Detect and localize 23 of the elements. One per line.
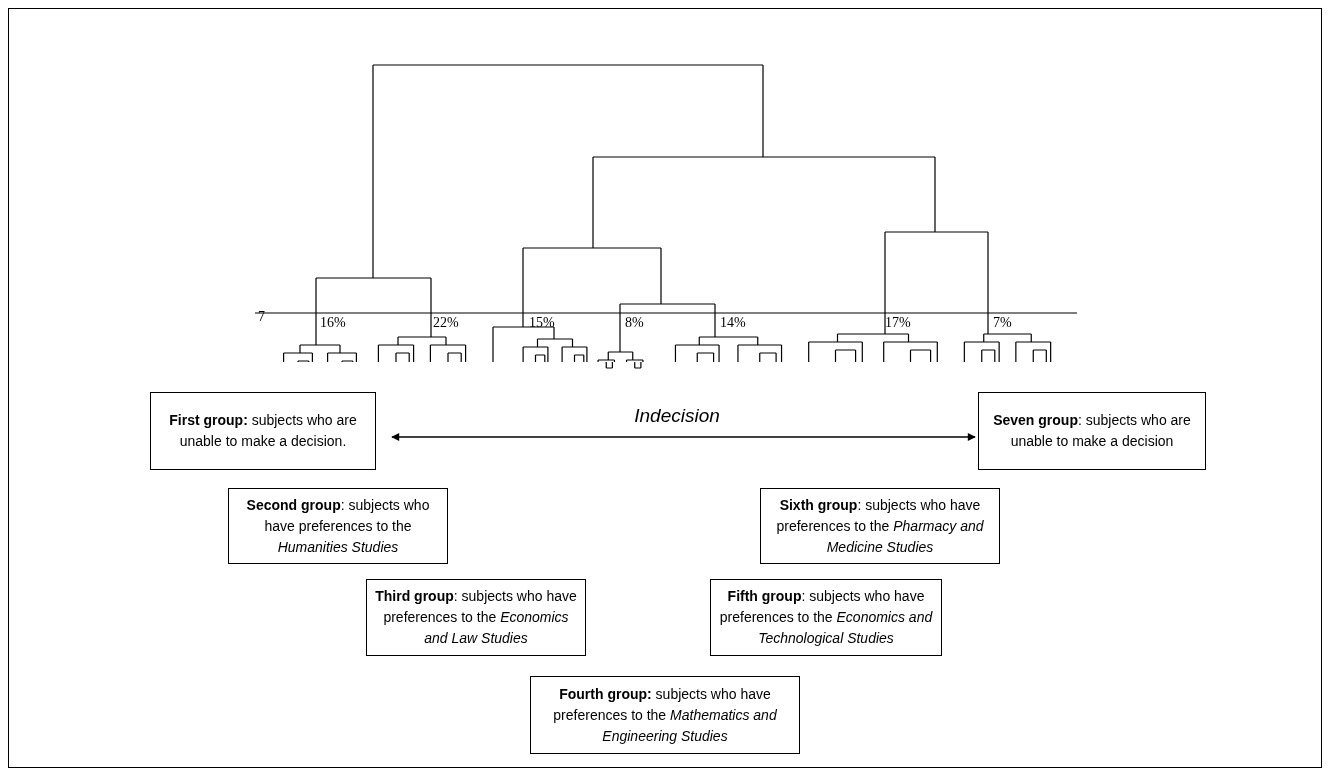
percent-label: 22% (433, 316, 459, 330)
group-description: Fourth group: subjects who have preferences to the Mathematics and Engineering Studies (552, 684, 778, 746)
double-arrow (391, 433, 976, 441)
group-box (366, 579, 586, 656)
group-box (710, 579, 942, 656)
cut-level-label: 7 (258, 310, 265, 324)
percent-label: 7% (993, 316, 1012, 330)
percent-label: 16% (320, 316, 346, 330)
percent-label: 14% (720, 316, 746, 330)
percent-label: 17% (885, 316, 911, 330)
group-description: Fifth group: subjects who have preferences to the Economics and Technological Studies (718, 587, 934, 648)
group-description: Seven group: subjects who are unable to make a decision (992, 411, 1192, 451)
percent-label: 15% (529, 316, 555, 330)
group-description: Third group: subjects who have preferences to the Economics and Law Studies (374, 587, 578, 648)
group-description: Sixth group: subjects who have preferences to the Pharmacy and Medicine Studies (775, 495, 985, 557)
group-box (150, 392, 376, 470)
group-box (760, 488, 1000, 564)
group-description: First group: subjects who are unable to make a decision. (168, 411, 358, 451)
group-box (530, 676, 800, 754)
group-box (228, 488, 448, 564)
group-box (978, 392, 1206, 470)
percent-label: 8% (625, 316, 644, 330)
group-description: Second group: subjects who have preferences to the Humanities Studies (245, 495, 431, 557)
